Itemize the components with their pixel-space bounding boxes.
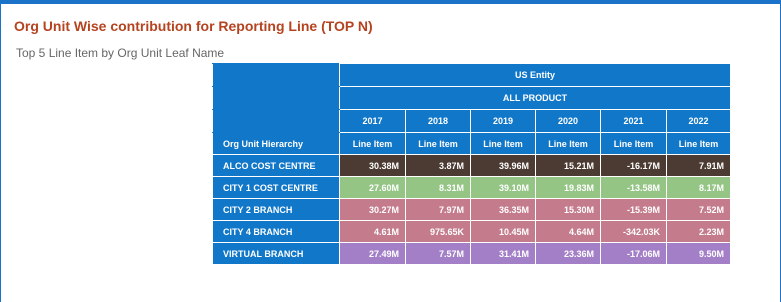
value-cell[interactable]: 2.23M	[666, 220, 731, 243]
value-cell[interactable]: 39.96M	[470, 154, 536, 177]
value-cell[interactable]: 30.27M	[339, 198, 406, 221]
value-cell[interactable]: 15.21M	[535, 154, 601, 177]
corner-cell	[212, 63, 340, 87]
value-cell[interactable]: 975.65K	[405, 220, 471, 243]
value-cell[interactable]: 30.38M	[339, 154, 406, 177]
pivot-table: US Entity ALL PRODUCT 2017 2018 2019 202…	[212, 63, 731, 265]
measure-header[interactable]: Line Item	[470, 132, 536, 155]
row-label-city1[interactable]: CITY 1 COST CENTRE	[212, 176, 340, 199]
row-header-label[interactable]: Org Unit Hierarchy	[212, 132, 340, 155]
measure-header[interactable]: Line Item	[666, 132, 731, 155]
report-subtitle: Top 5 Line Item by Org Unit Leaf Name	[16, 46, 225, 60]
value-cell[interactable]: 27.60M	[339, 176, 406, 199]
corner-cell	[212, 109, 340, 133]
year-header-2017[interactable]: 2017	[339, 109, 406, 133]
value-cell[interactable]: -13.58M	[600, 176, 667, 199]
year-header-2022[interactable]: 2022	[666, 109, 731, 133]
product-header[interactable]: ALL PRODUCT	[339, 86, 731, 110]
value-cell[interactable]: 4.64M	[535, 220, 601, 243]
value-cell[interactable]: -17.06M	[600, 242, 667, 265]
value-cell[interactable]: 15.30M	[535, 198, 601, 221]
row-label-virtual[interactable]: VIRTUAL BRANCH	[212, 242, 340, 265]
measure-header[interactable]: Line Item	[339, 132, 406, 155]
table-row: CITY 2 BRANCH 30.27M 7.97M 36.35M 15.30M…	[212, 198, 731, 221]
value-cell[interactable]: 9.50M	[666, 242, 731, 265]
measure-header[interactable]: Line Item	[600, 132, 667, 155]
value-cell[interactable]: 27.49M	[339, 242, 406, 265]
value-cell[interactable]: 19.83M	[535, 176, 601, 199]
value-cell[interactable]: 7.97M	[405, 198, 471, 221]
value-cell[interactable]: 36.35M	[470, 198, 536, 221]
value-cell[interactable]: 8.17M	[666, 176, 731, 199]
value-cell[interactable]: 39.10M	[470, 176, 536, 199]
measure-header[interactable]: Line Item	[535, 132, 601, 155]
value-cell[interactable]: 3.87M	[405, 154, 471, 177]
row-label-alco[interactable]: ALCO COST CENTRE	[212, 154, 340, 177]
value-cell[interactable]: -15.39M	[600, 198, 667, 221]
table-row: VIRTUAL BRANCH 27.49M 7.57M 31.41M 23.36…	[212, 242, 731, 265]
value-cell[interactable]: 4.61M	[339, 220, 406, 243]
year-header-2019[interactable]: 2019	[470, 109, 536, 133]
report-title: Org Unit Wise contribution for Reporting…	[14, 18, 373, 34]
corner-cell	[212, 86, 340, 110]
row-label-city2[interactable]: CITY 2 BRANCH	[212, 198, 340, 221]
year-header-2020[interactable]: 2020	[535, 109, 601, 133]
value-cell[interactable]: -342.03K	[600, 220, 667, 243]
value-cell[interactable]: 23.36M	[535, 242, 601, 265]
measure-header[interactable]: Line Item	[405, 132, 471, 155]
table-row: ALCO COST CENTRE 30.38M 3.87M 39.96M 15.…	[212, 154, 731, 177]
table-row: CITY 4 BRANCH 4.61M 975.65K 10.45M 4.64M…	[212, 220, 731, 243]
row-label-city4[interactable]: CITY 4 BRANCH	[212, 220, 340, 243]
value-cell[interactable]: -16.17M	[600, 154, 667, 177]
value-cell[interactable]: 8.31M	[405, 176, 471, 199]
entity-header[interactable]: US Entity	[339, 63, 731, 87]
value-cell[interactable]: 7.91M	[666, 154, 731, 177]
value-cell[interactable]: 31.41M	[470, 242, 536, 265]
year-header-2018[interactable]: 2018	[405, 109, 471, 133]
value-cell[interactable]: 7.52M	[666, 198, 731, 221]
table-row: CITY 1 COST CENTRE 27.60M 8.31M 39.10M 1…	[212, 176, 731, 199]
value-cell[interactable]: 7.57M	[405, 242, 471, 265]
year-header-2021[interactable]: 2021	[600, 109, 667, 133]
value-cell[interactable]: 10.45M	[470, 220, 536, 243]
